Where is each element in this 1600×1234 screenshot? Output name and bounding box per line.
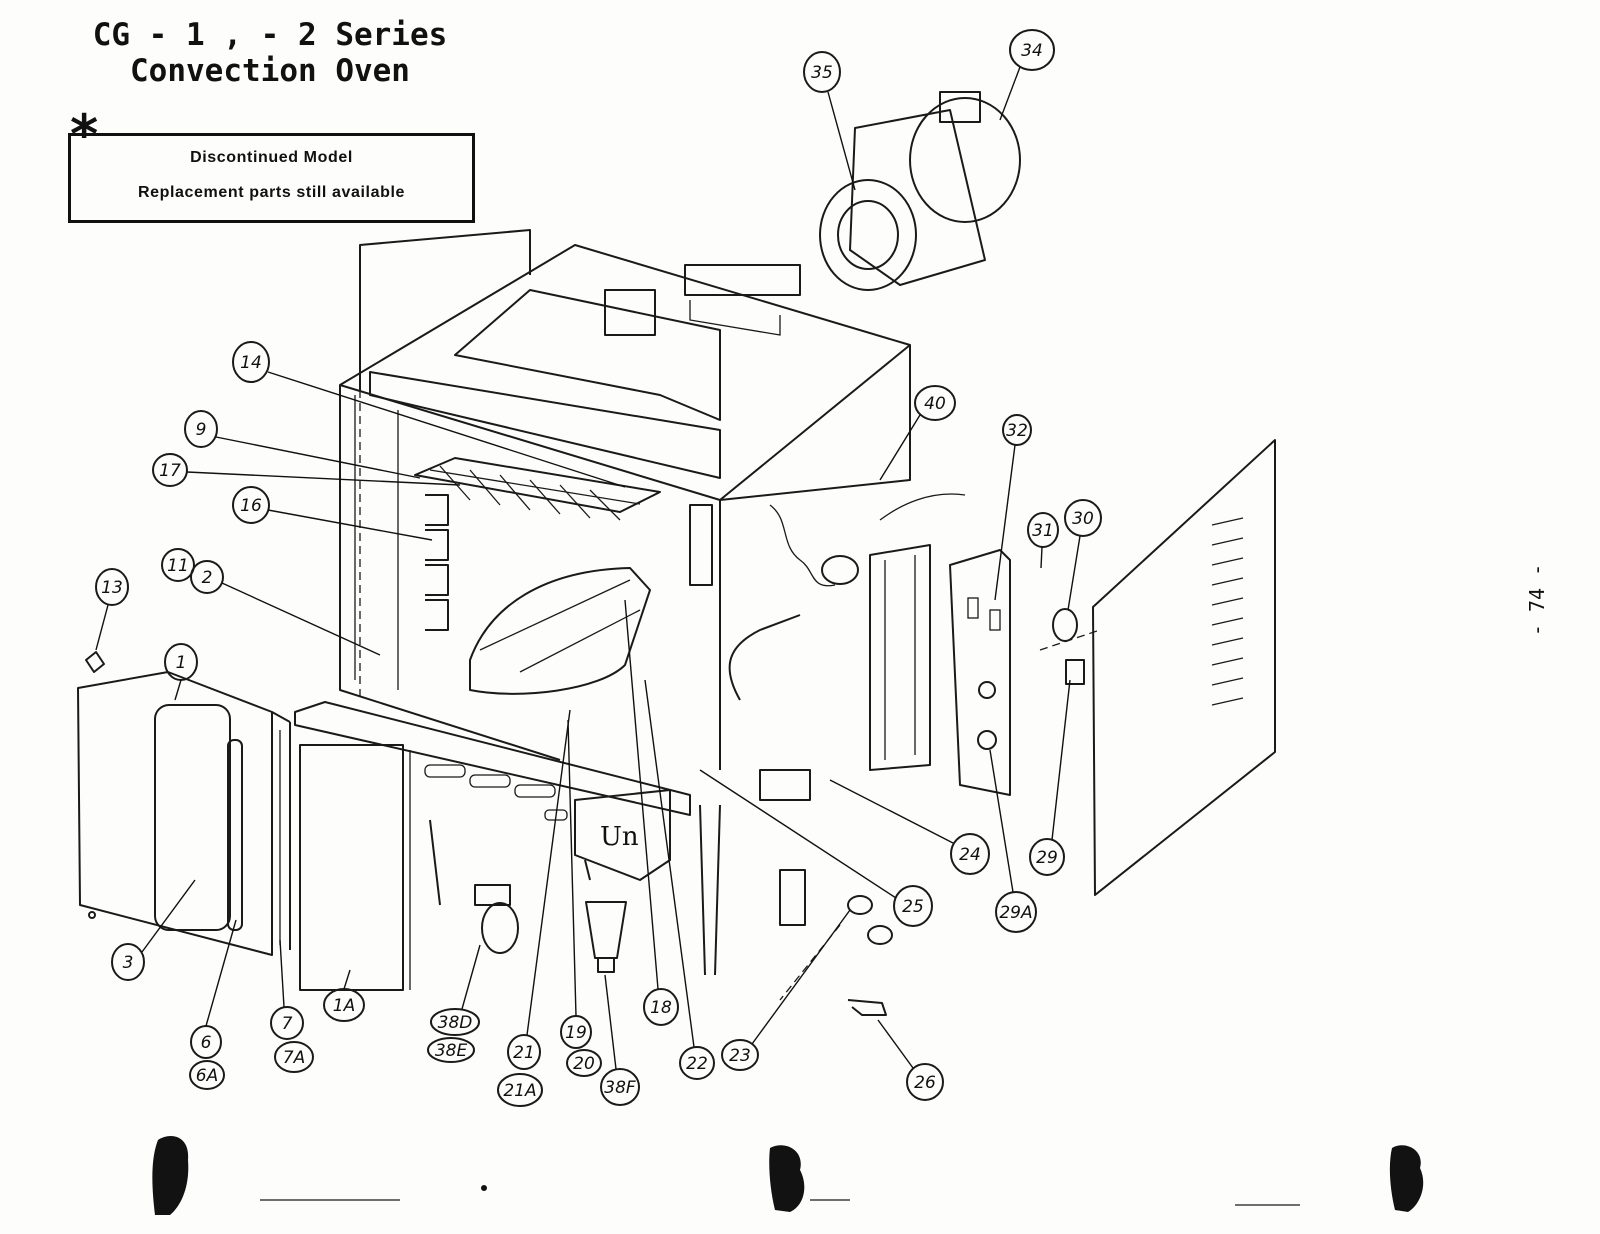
callout-1A: 1A bbox=[323, 969, 365, 1022]
callout-13: 13 bbox=[95, 568, 129, 651]
callout-7-label: 7 bbox=[282, 1014, 293, 1034]
diagram-subtitle: Convection Oven bbox=[130, 53, 410, 89]
callout-13-label: 13 bbox=[101, 578, 123, 598]
callout-38E: 38E bbox=[427, 1037, 475, 1063]
callout-24-label: 24 bbox=[959, 845, 981, 865]
callout-22-label: 22 bbox=[686, 1054, 708, 1074]
callout-24: 24 bbox=[829, 779, 990, 875]
callout-40-label: 40 bbox=[924, 394, 946, 414]
callout-21-label: 21 bbox=[513, 1043, 535, 1063]
callout-38F-label: 38F bbox=[604, 1078, 636, 1098]
callout-7A-label: 7A bbox=[283, 1048, 305, 1068]
callout-34: 34 bbox=[999, 29, 1055, 121]
callout-32: 32 bbox=[994, 414, 1032, 601]
blower-assembly bbox=[819, 91, 1021, 291]
side-panel bbox=[1092, 439, 1276, 896]
callout-32-label: 32 bbox=[1006, 421, 1028, 441]
caster-wheel bbox=[474, 884, 519, 954]
bracket-part bbox=[847, 999, 887, 1016]
callout-38D-label: 38D bbox=[438, 1013, 473, 1033]
callout-9: 9 bbox=[184, 410, 421, 479]
discontinued-notice: Discontinued Model Replacement parts sti… bbox=[68, 133, 475, 223]
callout-23: 23 bbox=[721, 909, 851, 1071]
callout-30-label: 30 bbox=[1072, 509, 1094, 529]
diagram-title: CG - 1 , - 2 Series bbox=[92, 17, 448, 53]
callout-21A-label: 21A bbox=[503, 1081, 536, 1101]
callout-29A-label: 29A bbox=[999, 903, 1032, 923]
callout-6A: 6A bbox=[189, 919, 237, 1090]
callout-3: 3 bbox=[111, 879, 196, 981]
svg-text:Un: Un bbox=[600, 822, 639, 852]
callout-17-label: 17 bbox=[159, 461, 181, 481]
callout-29A: 29A bbox=[989, 749, 1037, 933]
page-number: - 74 - bbox=[1525, 563, 1549, 637]
binder-hole-marks bbox=[152, 1136, 1424, 1215]
callout-38D: 38D bbox=[430, 944, 481, 1036]
callout-1A-label: 1A bbox=[333, 996, 355, 1016]
callout-9-label: 9 bbox=[196, 420, 207, 440]
callout-3-label: 3 bbox=[123, 953, 134, 973]
oven-base: Un bbox=[294, 701, 721, 991]
oven-cabinet bbox=[339, 229, 911, 770]
callout-7: 7 bbox=[270, 939, 304, 1040]
callout-29: 29 bbox=[1029, 679, 1071, 876]
callout-16-label: 16 bbox=[240, 496, 262, 516]
callout-6A-label: 6A bbox=[196, 1066, 218, 1086]
callout-38F: 38F bbox=[600, 974, 640, 1106]
callout-35-label: 35 bbox=[811, 63, 833, 83]
notice-detail: Replacement parts still available bbox=[137, 184, 406, 201]
callout-21: 21 bbox=[507, 709, 571, 1070]
notice-heading: Discontinued Model bbox=[190, 149, 353, 166]
adjustable-foot bbox=[585, 901, 627, 973]
callout-16: 16 bbox=[232, 486, 433, 541]
thermostat-knob bbox=[1052, 608, 1085, 685]
callout-19-label: 19 bbox=[565, 1023, 587, 1043]
callout-11: 11 bbox=[161, 548, 195, 582]
callout-26-label: 26 bbox=[914, 1073, 936, 1093]
callout-20-label: 20 bbox=[573, 1054, 595, 1074]
callout-34-label: 34 bbox=[1021, 41, 1043, 61]
callout-6: 6 bbox=[190, 1025, 222, 1059]
callout-14: 14 bbox=[232, 341, 626, 488]
callout-29-label: 29 bbox=[1036, 848, 1058, 868]
callout-2-label: 2 bbox=[202, 568, 213, 588]
callout-31-label: 31 bbox=[1032, 521, 1054, 541]
callout-20: 20 bbox=[566, 1049, 602, 1077]
callout-25: 25 bbox=[699, 769, 933, 927]
callout-17: 17 bbox=[152, 453, 461, 487]
side-frame bbox=[869, 544, 931, 771]
callout-7A: 7A bbox=[274, 1041, 314, 1073]
callout-40: 40 bbox=[879, 385, 956, 481]
callout-23-label: 23 bbox=[729, 1046, 751, 1066]
callout-21A: 21A bbox=[497, 1073, 543, 1107]
callout-2: 2 bbox=[190, 560, 381, 656]
callout-18: 18 bbox=[624, 599, 679, 1026]
callout-25-label: 25 bbox=[902, 897, 924, 917]
callout-22: 22 bbox=[644, 679, 715, 1080]
callout-19: 19 bbox=[560, 719, 592, 1049]
callout-14-label: 14 bbox=[240, 353, 262, 373]
callout-31: 31 bbox=[1027, 512, 1059, 569]
callout-6-label: 6 bbox=[201, 1033, 212, 1053]
callout-38E-label: 38E bbox=[435, 1041, 468, 1061]
callout-35: 35 bbox=[803, 51, 856, 191]
callout-26: 26 bbox=[877, 1019, 944, 1101]
callout-18-label: 18 bbox=[650, 998, 672, 1018]
callout-1: 1 bbox=[164, 643, 198, 701]
callout-1-label: 1 bbox=[176, 653, 187, 673]
callout-11-label: 11 bbox=[167, 556, 189, 576]
oven-racks bbox=[414, 457, 713, 695]
callouts: 1 1A 2 3 6 6A 7 bbox=[95, 29, 1102, 1107]
oven-door bbox=[77, 651, 291, 956]
callout-30: 30 bbox=[1064, 499, 1102, 611]
control-panel bbox=[949, 549, 1011, 796]
